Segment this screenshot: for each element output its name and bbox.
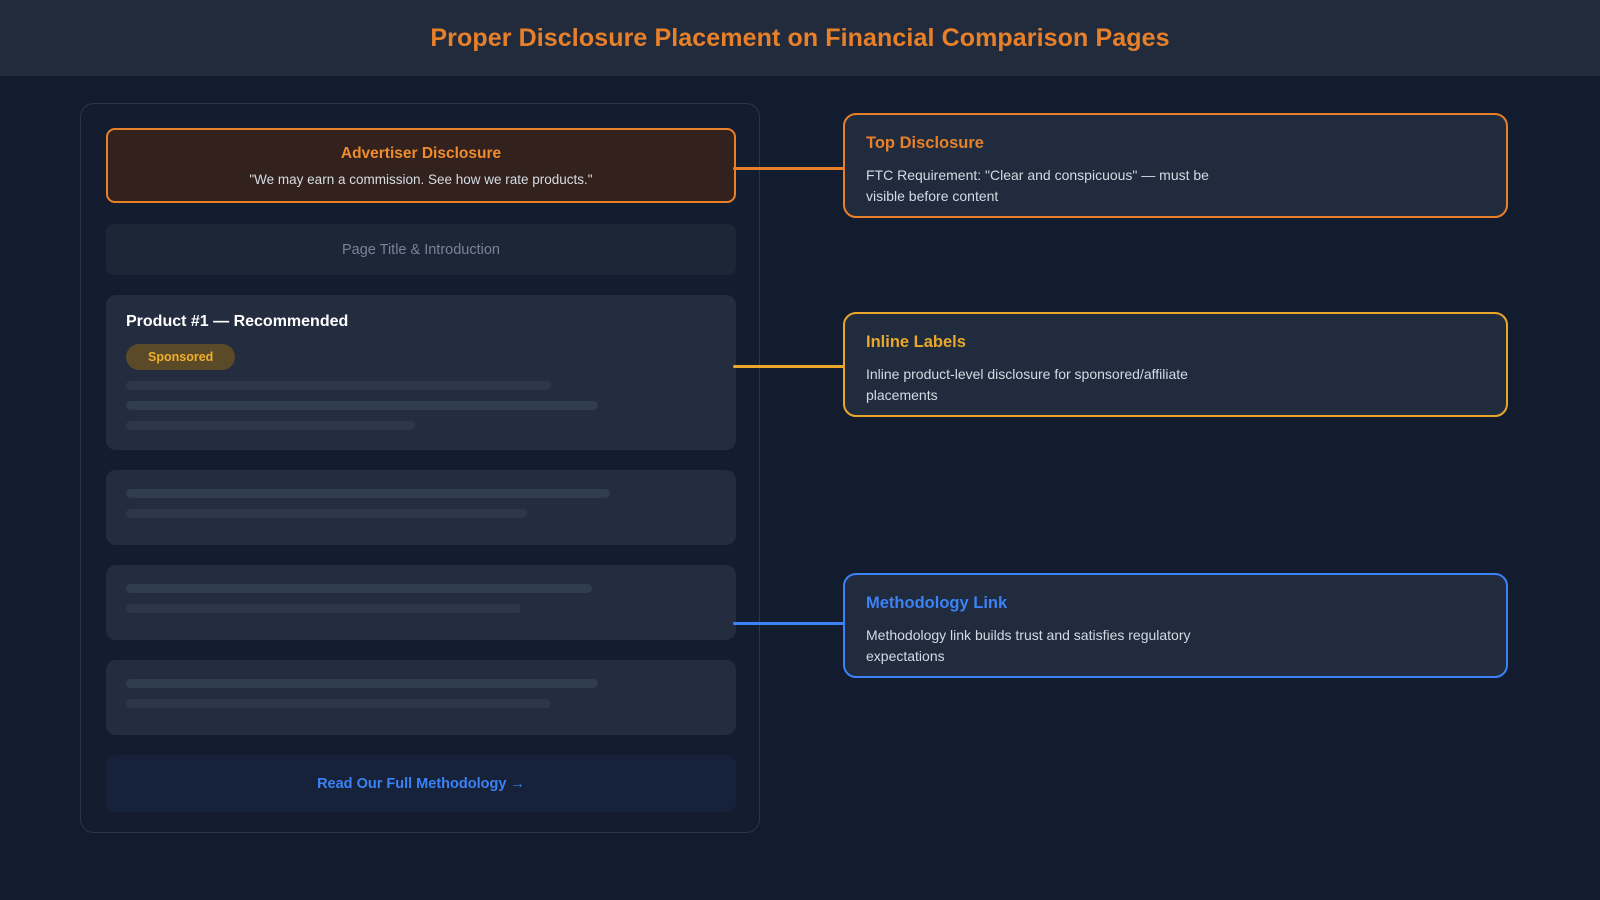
callout-title: Methodology Link bbox=[866, 594, 1008, 612]
skeleton-line bbox=[126, 699, 551, 708]
header-bar: Proper Disclosure Placement on Financial… bbox=[0, 0, 1600, 76]
mock-comparison-page-panel: Advertiser Disclosure "We may earn a com… bbox=[80, 103, 760, 833]
connector-line bbox=[733, 365, 844, 368]
skeleton-line bbox=[126, 421, 416, 430]
skeleton-line bbox=[126, 489, 610, 498]
advertiser-disclosure-text: "We may earn a commission. See how we ra… bbox=[249, 171, 593, 187]
page-title-placeholder-label: Page Title & Introduction bbox=[342, 241, 500, 258]
connector-line bbox=[733, 622, 844, 625]
skeleton-line bbox=[126, 679, 598, 688]
product-skeleton-lines bbox=[126, 381, 716, 430]
product-card: Product #1 — Recommended Sponsored bbox=[106, 295, 736, 450]
connector-line bbox=[733, 167, 844, 170]
content-card bbox=[106, 565, 736, 640]
sponsored-badge: Sponsored bbox=[126, 344, 236, 370]
callout-title: Top Disclosure bbox=[866, 134, 984, 152]
skeleton-line bbox=[126, 401, 598, 410]
methodology-link-card[interactable]: Read Our Full Methodology → bbox=[106, 755, 736, 812]
callout-title: Inline Labels bbox=[866, 333, 966, 351]
methodology-link-label[interactable]: Read Our Full Methodology → bbox=[317, 775, 525, 792]
page-title: Proper Disclosure Placement on Financial… bbox=[430, 23, 1170, 52]
advertiser-disclosure-box: Advertiser Disclosure "We may earn a com… bbox=[106, 128, 736, 203]
skeleton-line bbox=[126, 584, 593, 593]
skeleton-line bbox=[126, 509, 528, 518]
content-card-list bbox=[106, 470, 736, 735]
content-card bbox=[106, 660, 736, 735]
callout-body: FTC Requirement: "Clear and conspicuous"… bbox=[866, 167, 1209, 205]
callout-body: Methodology link builds trust and satisf… bbox=[866, 627, 1191, 665]
callout-body: Inline product-level disclosure for spon… bbox=[866, 366, 1188, 404]
page-title-placeholder-card: Page Title & Introduction bbox=[106, 224, 736, 275]
advertiser-disclosure-title: Advertiser Disclosure bbox=[340, 144, 502, 162]
content-card bbox=[106, 470, 736, 545]
product-name: Product #1 — Recommended bbox=[126, 313, 349, 330]
skeleton-line bbox=[126, 604, 522, 613]
skeleton-line bbox=[126, 381, 551, 390]
